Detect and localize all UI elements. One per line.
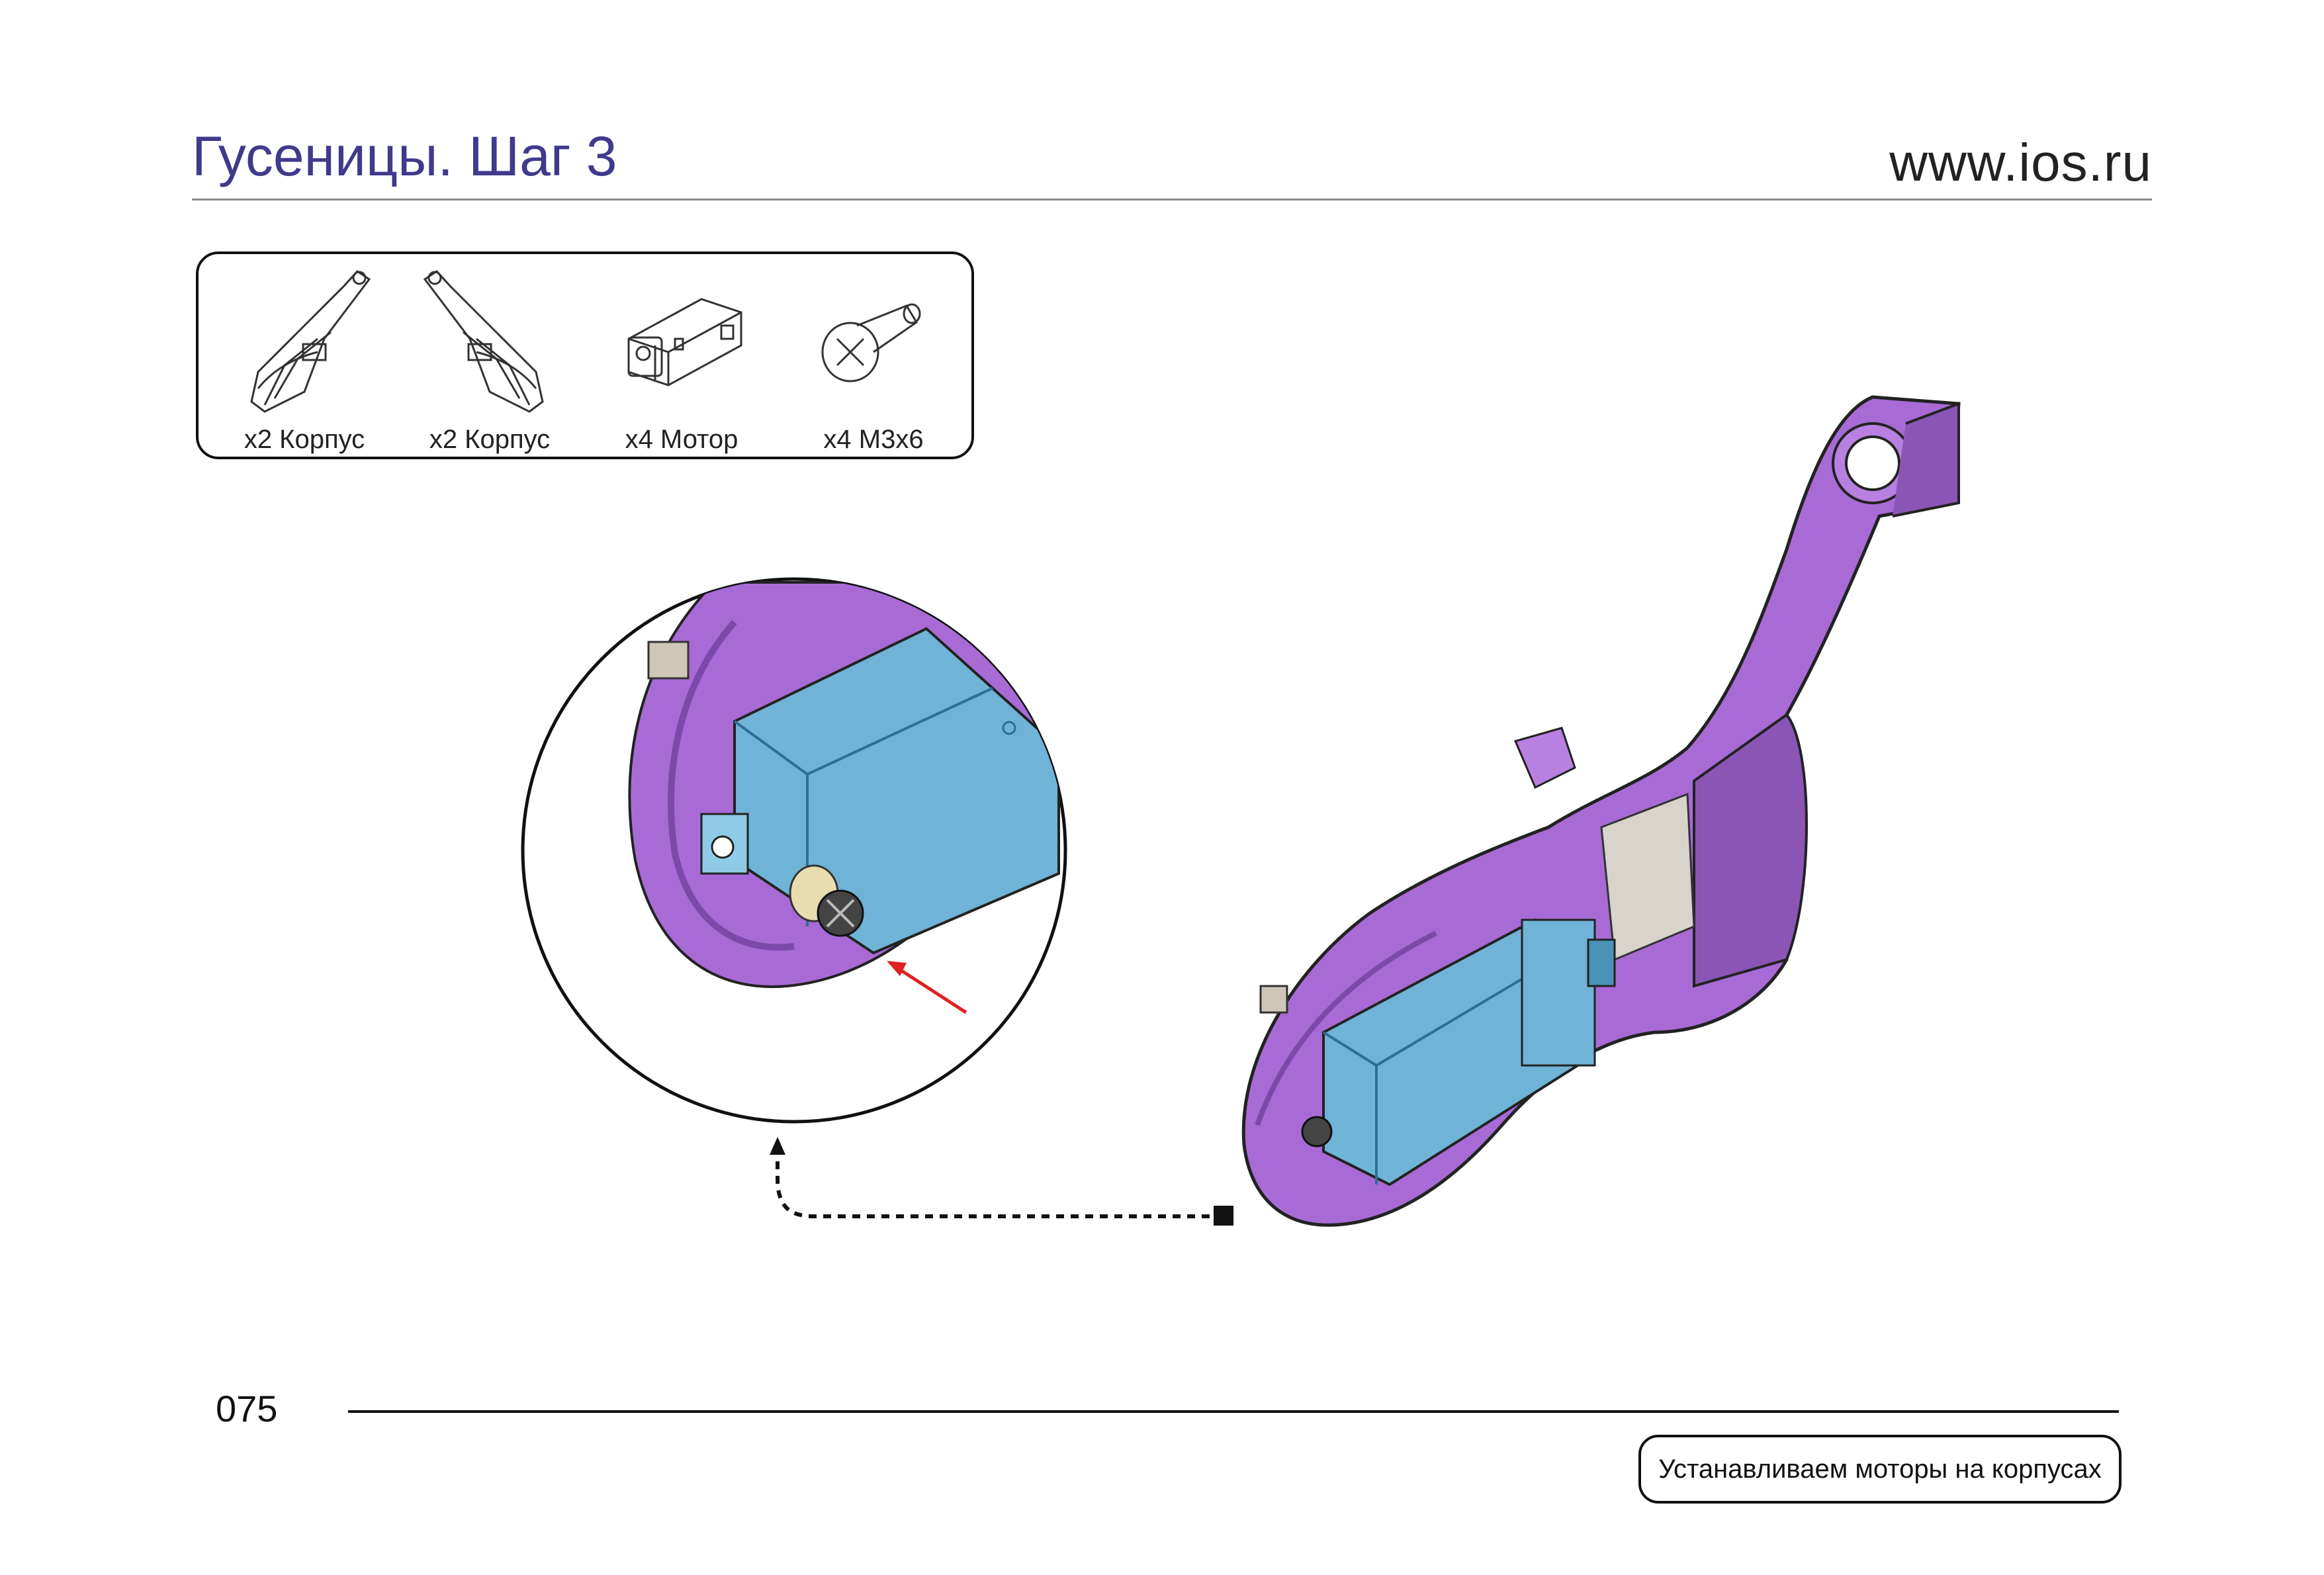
screw-part-icon [821, 303, 921, 382]
part-label: x2 Корпус [244, 425, 365, 454]
part-label: x4 Мотор [625, 425, 738, 454]
footer-divider [348, 1410, 2119, 1413]
track-body-assembly [1241, 395, 1961, 1227]
site-url: www.ios.ru [1889, 133, 2152, 192]
body-right-part-icon [423, 270, 544, 413]
highlight-arrow [895, 966, 967, 1014]
page-title: Гусеницы. Шаг 3 [192, 125, 617, 187]
part-label: x4 M3x6 [823, 425, 924, 454]
parts-item: x4 M3x6 [794, 259, 953, 458]
body-left-part-icon [250, 270, 371, 413]
motor-part-icon [627, 298, 742, 386]
header-divider [192, 199, 2152, 201]
parts-item: x2 Корпус [225, 259, 384, 458]
part-label: x2 Корпус [429, 425, 551, 454]
parts-item: x4 Мотор [602, 259, 761, 458]
parts-item: x2 Корпус [410, 259, 569, 458]
zoom-connector [770, 1137, 1233, 1226]
parts-list: x2 Корпус x2 Корпус [196, 251, 974, 459]
page-number: 075 [216, 1388, 278, 1429]
zoom-detail [521, 577, 1067, 1124]
step-caption: Устанавливаем моторы на корпусах [1638, 1435, 2122, 1504]
